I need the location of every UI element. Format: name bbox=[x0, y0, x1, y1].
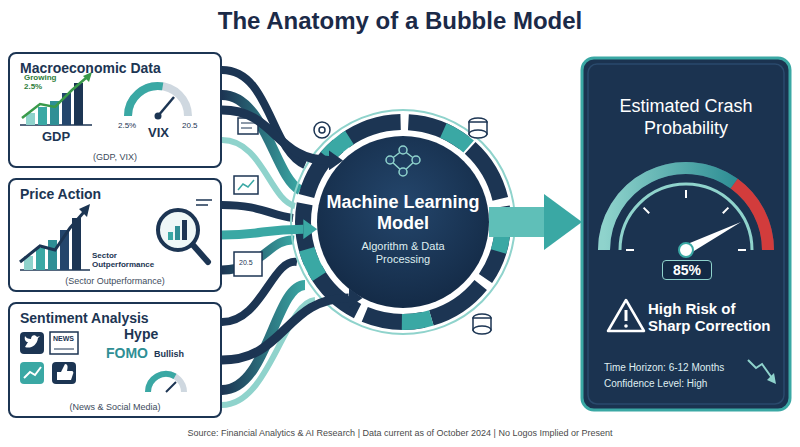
chart-note: Sector Outperformance bbox=[92, 252, 164, 270]
gauge-value: 20.5 bbox=[182, 122, 198, 131]
node-subtext: (GDP, VIX) bbox=[10, 152, 220, 162]
node-detail: Confidence Level: High bbox=[604, 378, 782, 390]
trend-down-icon bbox=[748, 360, 776, 384]
sentiment-word: Bullish bbox=[154, 350, 184, 360]
input-panel: Macroeconomic Data(GDP, VIX) bbox=[8, 52, 222, 168]
magnifier-icon bbox=[158, 200, 212, 262]
node-subtext: Algorithm & Data Processing bbox=[348, 240, 458, 265]
input-panel: Price Action (Sector Outperformance) bbox=[8, 178, 222, 292]
flow-connector bbox=[222, 110, 329, 160]
sentiment-gauge bbox=[148, 374, 184, 392]
icon-label: 20.5 bbox=[239, 259, 253, 267]
source-caption: Source: Financial Analytics & AI Researc… bbox=[0, 429, 800, 439]
gauge-value: 2.5% bbox=[118, 122, 136, 131]
gdp-chart bbox=[20, 72, 92, 125]
icon-label: NEWS bbox=[53, 335, 74, 343]
price-chart bbox=[20, 204, 90, 270]
node-heading: Estimated Crash Probability bbox=[592, 96, 780, 139]
sentiment-word: Hype bbox=[124, 327, 158, 342]
node-detail: High Risk of Sharp Correction bbox=[648, 300, 780, 335]
warning-icon bbox=[608, 300, 644, 331]
node-heading: Sentiment Analysis bbox=[20, 310, 149, 326]
node-heading: Price Action bbox=[20, 186, 101, 202]
node-subtext: 85% bbox=[662, 260, 712, 280]
chart-label: GDP bbox=[42, 130, 70, 144]
node-detail: Time Horizon: 6-12 Months bbox=[604, 362, 782, 374]
node-subtext: (News & Social Media) bbox=[10, 402, 220, 412]
flow-connector bbox=[489, 207, 544, 237]
flow-icons bbox=[234, 118, 262, 276]
node-subtext: (Sector Outperformance) bbox=[10, 276, 220, 286]
output-ground bbox=[582, 58, 790, 410]
crash-gauge bbox=[604, 168, 768, 257]
sentiment-word: FOMO bbox=[106, 346, 148, 361]
diagram-title: The Anatomy of a Bubble Model bbox=[0, 8, 800, 34]
model-circle: Machine Learning ModelAlgorithm & Data P… bbox=[317, 136, 489, 308]
chart-label: VIX bbox=[148, 126, 169, 140]
social-icons bbox=[20, 332, 78, 384]
output-panel: Estimated Crash Probability 85% High Risk … bbox=[582, 58, 790, 410]
node-heading: Machine Learning Model bbox=[321, 192, 485, 233]
flow-connector bbox=[222, 229, 303, 235]
chart-note: Growing 2.5% bbox=[24, 74, 60, 92]
vix-gauge bbox=[128, 86, 188, 120]
flow-connector bbox=[222, 298, 349, 360]
